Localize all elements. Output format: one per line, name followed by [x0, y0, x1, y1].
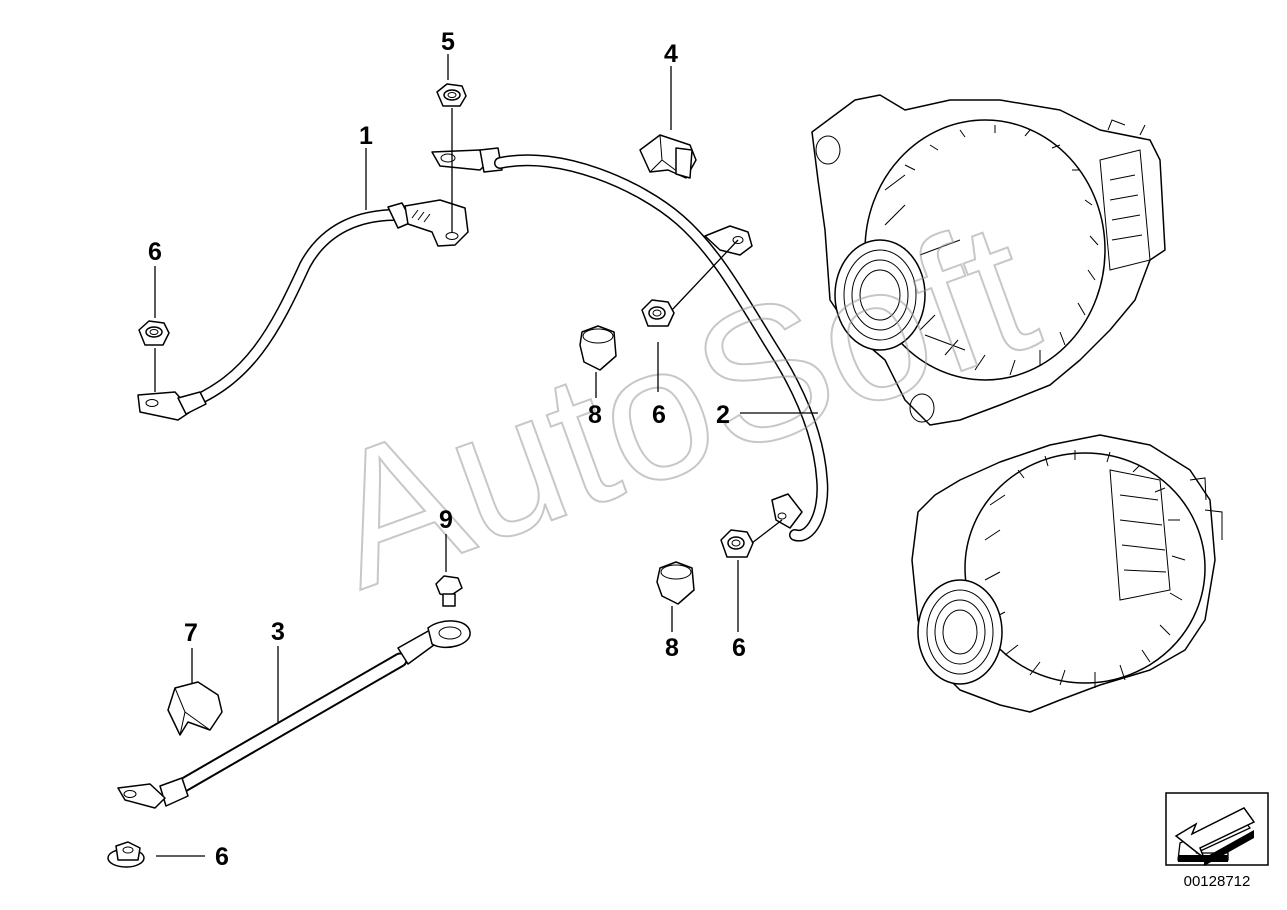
document-number: 00128712 — [1184, 873, 1251, 890]
cable-3-ground-strap — [117, 620, 471, 809]
callout-5: 5 — [441, 28, 455, 56]
callout-2: 2 — [716, 401, 730, 429]
alternator-lower — [911, 434, 1223, 713]
cap-8-upper — [579, 325, 617, 371]
callout-7: 7 — [184, 619, 198, 647]
bolt-9 — [435, 575, 463, 607]
nut-6-bottom — [107, 841, 145, 868]
nut-6-middle — [641, 299, 675, 327]
callout-1: 1 — [359, 122, 373, 150]
callout-6-lower: 6 — [732, 634, 746, 662]
clip-7 — [167, 681, 223, 736]
callout-6-bottom: 6 — [215, 843, 229, 871]
leader-lines — [154, 54, 818, 857]
callout-6-middle: 6 — [652, 401, 666, 429]
callout-6-left: 6 — [148, 238, 162, 266]
alternator-upper — [811, 94, 1166, 426]
callout-8-upper: 8 — [588, 401, 602, 429]
cap-8-lower — [656, 561, 695, 605]
cable-2-alternator-lead — [431, 147, 829, 542]
nut-6-left — [138, 320, 170, 346]
nut-6-lower — [720, 529, 754, 558]
clip-4 — [639, 134, 697, 179]
callout-3: 3 — [271, 618, 285, 646]
callout-4: 4 — [664, 40, 678, 68]
direction-arrow-icon — [1165, 792, 1269, 866]
callout-9: 9 — [439, 506, 453, 534]
callout-8-lower: 8 — [665, 634, 679, 662]
nut-5 — [436, 83, 467, 107]
